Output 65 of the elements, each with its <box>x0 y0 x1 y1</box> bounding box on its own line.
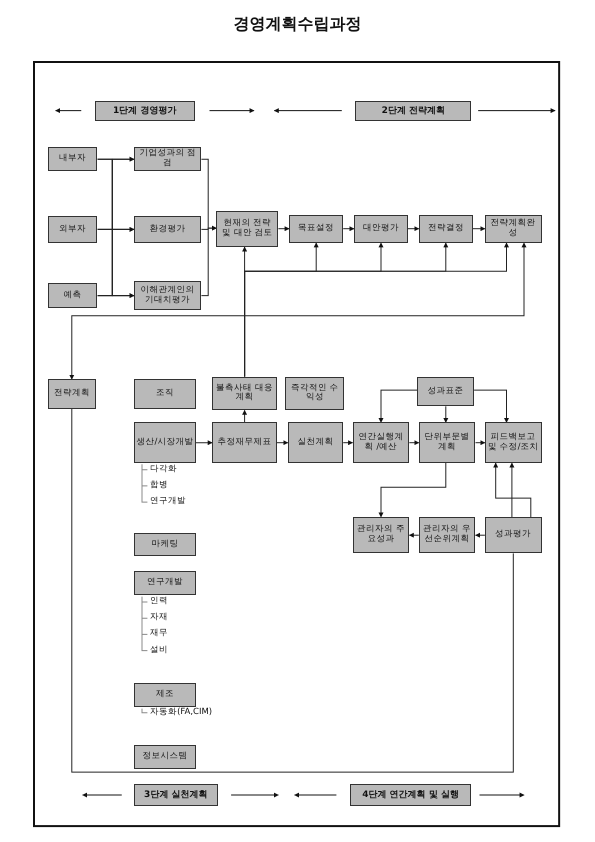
list-item: 재무 <box>150 629 168 638</box>
process-box: 실천계획 <box>288 422 344 463</box>
process-box: 관리자의 우선순위계획 <box>418 516 476 554</box>
phase-banner: 1단계 경영평가 <box>94 101 195 122</box>
process-box: 대안평가 <box>354 214 408 243</box>
process-box: 연간실행계획 /예산 <box>352 422 410 463</box>
process-box: 관리자의 주요성과 <box>352 516 410 554</box>
list-item: 자재 <box>150 613 168 622</box>
arrow <box>408 532 420 538</box>
process-box: 성과평가 <box>484 516 542 554</box>
arrow <box>378 390 418 423</box>
process-box: 전략계획완성 <box>484 214 542 243</box>
arrow <box>200 226 217 296</box>
arrow <box>242 410 248 423</box>
process-box: 예측 <box>48 283 98 308</box>
process-box: 정보시스템 <box>134 745 196 770</box>
list-item: 다각화 <box>150 464 178 474</box>
arrow <box>342 440 354 446</box>
process-box: 전략결정 <box>418 214 473 243</box>
process-box: 마케팅 <box>134 533 196 556</box>
phase-banner: 4단계 연간계획 및 실행 <box>350 784 472 806</box>
arrow <box>408 226 420 232</box>
process-box: 이해관계인의 기대치평가 <box>134 280 202 310</box>
arrow <box>493 462 532 518</box>
process-box: 피드백보고 및 수정/조치 <box>484 422 542 463</box>
arrow <box>276 440 288 446</box>
arrow <box>408 440 420 446</box>
process-box: 환경평가 <box>134 216 202 243</box>
arrow <box>278 226 290 232</box>
process-box: 불측사태 대응계획 <box>212 376 277 410</box>
arrow <box>69 242 526 380</box>
process-box: 제조 <box>134 683 196 708</box>
process-box: 추정재무제표 <box>212 422 277 463</box>
arrow <box>443 406 448 423</box>
process-box: 즉각적인 수익성 <box>285 376 344 410</box>
arrow <box>475 440 486 446</box>
arrow <box>472 226 486 232</box>
arrow <box>342 226 354 232</box>
process-box: 조직 <box>134 379 196 409</box>
connector-line <box>71 408 514 773</box>
list-item: 인력 <box>150 597 168 606</box>
list-item: 설비 <box>150 646 168 654</box>
process-box: 기업성과의 점검 <box>134 147 202 172</box>
process-box: 현재의 전략 및 대안 검토 <box>216 210 278 247</box>
process-box: 목표설정 <box>289 214 344 243</box>
process-box: 내부자 <box>48 147 98 172</box>
process-box: 단위부문별 계획 <box>418 422 476 463</box>
arrow <box>196 440 213 446</box>
process-box: 생산/시장개발 <box>134 422 196 463</box>
list-item: 연구개발 <box>150 497 186 506</box>
arrow <box>475 532 486 538</box>
diagram-title: 경영계획수립과정 <box>232 14 362 35</box>
arrow <box>474 390 509 423</box>
phase-banner: 3단계 실천계획 <box>134 784 218 806</box>
process-box: 외부자 <box>48 216 98 243</box>
arrow <box>509 462 514 518</box>
list-item: 합병 <box>150 480 168 490</box>
process-box: 전략계획 <box>48 379 96 409</box>
list-item: 자동화(FA,CIM) <box>150 708 212 716</box>
process-box: 성과표준 <box>417 376 474 406</box>
arrow <box>244 242 509 378</box>
arrow <box>97 293 134 298</box>
process-box: 연구개발 <box>134 570 196 596</box>
phase-banner: 2단계 전략계획 <box>355 101 472 122</box>
arrow <box>378 462 446 518</box>
